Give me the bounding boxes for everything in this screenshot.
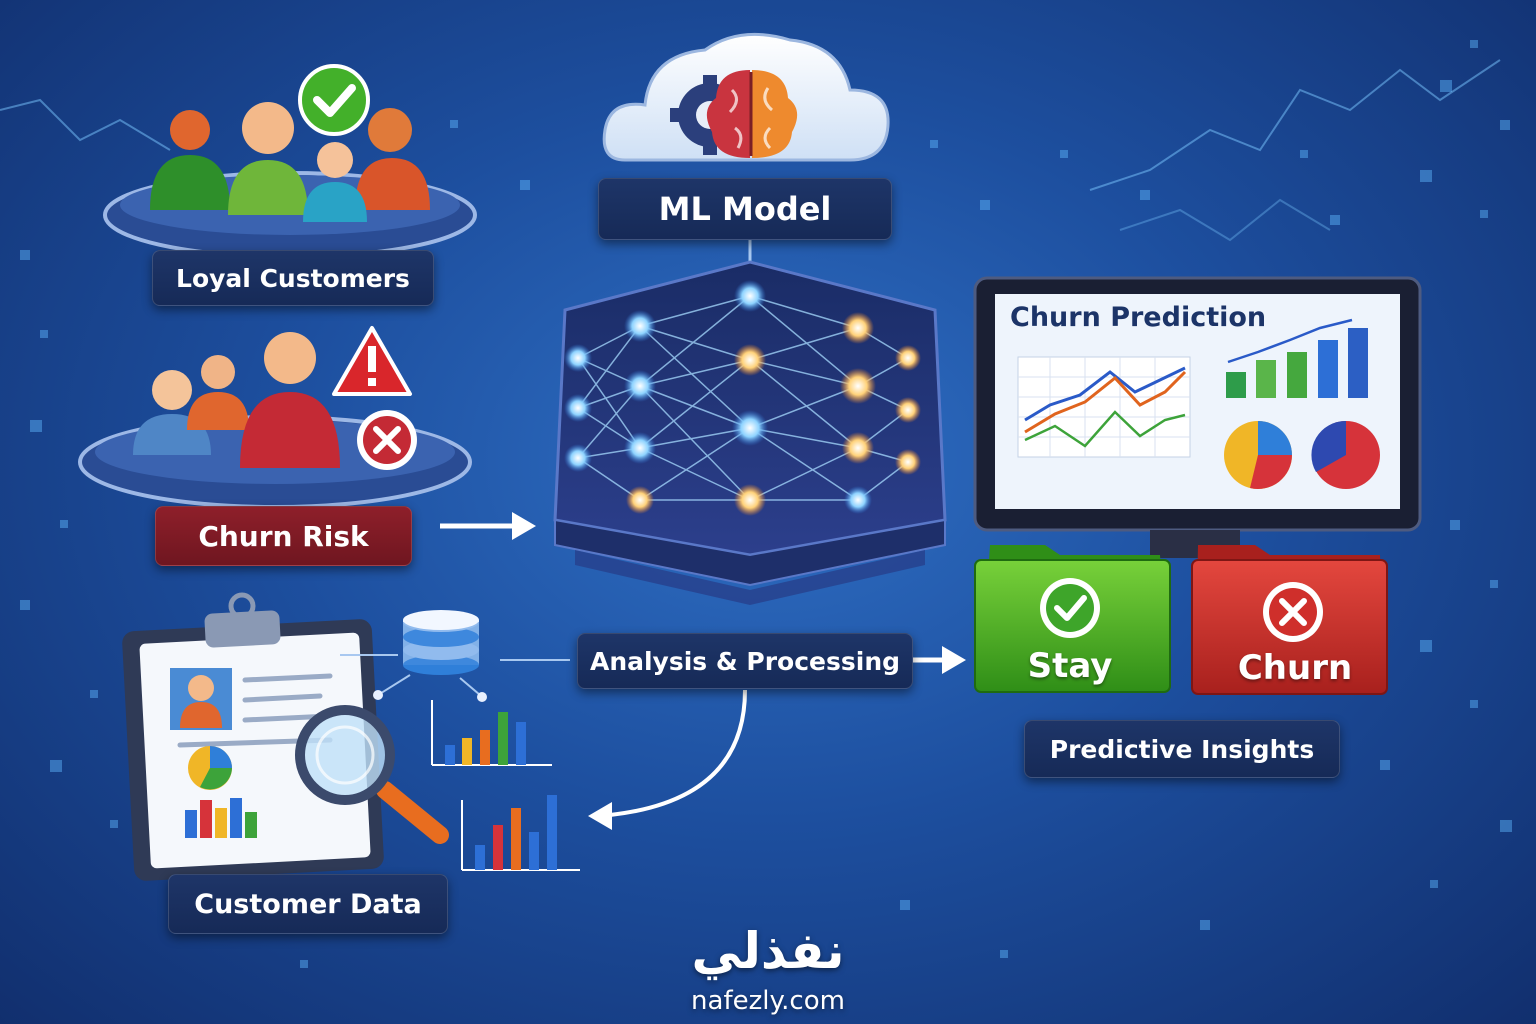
- loyal-customers-text: Loyal Customers: [176, 263, 410, 293]
- clipboard-icon: [122, 592, 384, 881]
- customer-data-label: Customer Data: [168, 874, 448, 934]
- predictive-insights-label: Predictive Insights: [1024, 720, 1340, 778]
- churn-risk-label: Churn Risk: [155, 506, 412, 566]
- cross-icon: [1263, 582, 1323, 642]
- loyal-customers-group: [103, 64, 477, 259]
- arrow-churn-to-model: [440, 512, 536, 540]
- analysis-processing-label: Analysis & Processing: [577, 633, 913, 689]
- person-icon: [355, 108, 430, 210]
- person-icon: [228, 102, 308, 215]
- churn-label: Churn: [1237, 648, 1353, 688]
- small-bar-chart: [461, 795, 580, 871]
- person-icon: [303, 142, 367, 222]
- pie-chart-icon: [1224, 421, 1292, 489]
- database-icon: [403, 610, 479, 675]
- warning-icon: [332, 326, 412, 396]
- analysis-processing-text: Analysis & Processing: [589, 646, 901, 676]
- churn-folder: [1191, 545, 1388, 695]
- stay-folder: [974, 545, 1171, 693]
- magnifier-icon: [295, 705, 449, 844]
- pie-chart-icon: [1311, 420, 1380, 489]
- neural-network-cube: [553, 260, 947, 605]
- bar-chart: [1226, 318, 1368, 398]
- predictive-insights-text: Predictive Insights: [1049, 734, 1315, 764]
- person-icon: [187, 355, 249, 430]
- brand-arabic-name: نفذلي: [691, 922, 845, 980]
- brain-icon: [706, 70, 798, 158]
- churn-risk-text: Churn Risk: [198, 519, 369, 553]
- small-bar-chart: [431, 700, 552, 766]
- arrow-to-insights: [912, 646, 966, 674]
- line-chart: [1017, 356, 1191, 458]
- churn-risk-group: [78, 326, 472, 509]
- ml-model-label: ML Model: [598, 178, 892, 240]
- stay-label: Stay: [1027, 646, 1113, 686]
- customer-data-text: Customer Data: [194, 888, 422, 920]
- loyal-customers-label: Loyal Customers: [152, 250, 434, 306]
- ml-model-text: ML Model: [658, 190, 832, 228]
- pixel-squares: [20, 40, 1512, 968]
- brand-domain: nafezly.com: [691, 986, 845, 1016]
- dashboard-title: Churn Prediction: [1010, 302, 1267, 333]
- cross-icon: [357, 410, 417, 470]
- person-icon: [150, 110, 230, 210]
- check-icon: [298, 64, 370, 136]
- person-icon: [240, 332, 340, 468]
- dashboard-monitor: [973, 276, 1422, 558]
- arrow-to-customer-data: [588, 689, 747, 830]
- check-icon: [1040, 578, 1100, 638]
- connector-lines: [340, 654, 570, 696]
